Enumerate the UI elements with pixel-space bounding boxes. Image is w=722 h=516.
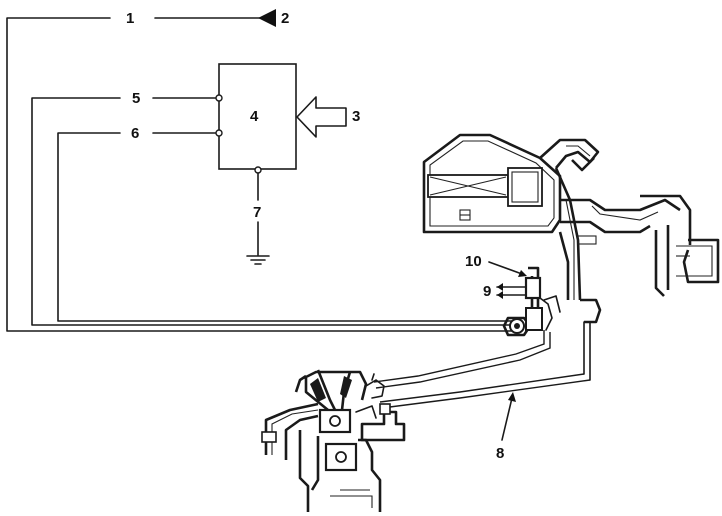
- callout-7: 7: [253, 204, 261, 221]
- arrow-8: [501, 392, 516, 441]
- wire-5: [31, 94, 513, 326]
- engine-assembly: [261, 369, 406, 512]
- callout-6: 6: [131, 125, 139, 142]
- air-cleaner-assembly: [422, 133, 720, 301]
- input-arrow-icon: [296, 96, 347, 138]
- wire-7: [254, 166, 262, 256]
- ground-icon: [246, 255, 270, 265]
- vacuum-hose-vertical: [580, 298, 602, 381]
- callout-10: 10: [465, 253, 482, 270]
- callout-3: 3: [352, 108, 360, 125]
- callout-1: 1: [126, 10, 134, 27]
- callout-5: 5: [132, 90, 140, 107]
- wire-1: [6, 17, 513, 332]
- hose-8: [373, 330, 591, 409]
- callout-8: 8: [496, 445, 504, 462]
- callout-9: 9: [483, 283, 491, 300]
- sensor-valve: [502, 266, 561, 337]
- arrow-10: [488, 261, 527, 277]
- wire-6: [57, 129, 513, 322]
- callout-4: 4: [250, 108, 259, 125]
- arrows-9: [496, 283, 527, 299]
- terminal-triangle-icon: [258, 9, 276, 27]
- callout-2: 2: [281, 10, 289, 27]
